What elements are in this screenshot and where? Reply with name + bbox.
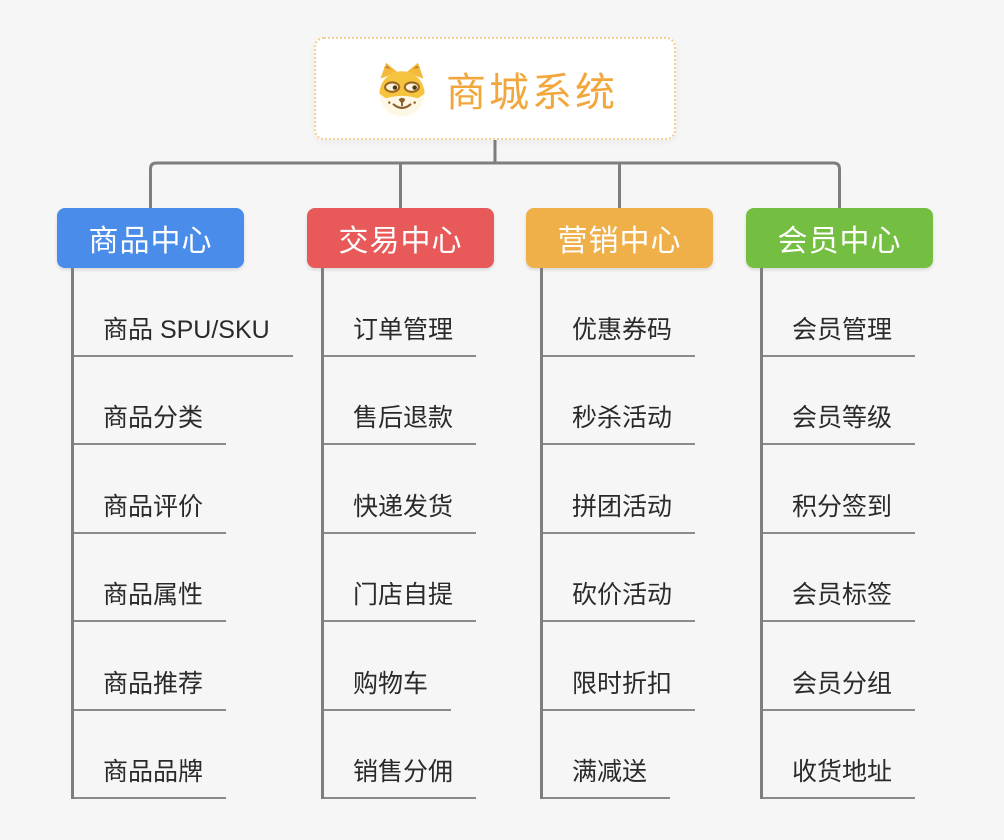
leaf-topic[interactable]: 订单管理 [324,310,477,357]
root-topic[interactable]: 商城系统 [314,37,676,140]
leaf-topic[interactable]: 优惠券码 [543,310,696,357]
leaf-topic[interactable]: 商品品牌 [74,752,227,799]
leaf-topic[interactable]: 砍价活动 [543,575,696,622]
leaf-topic[interactable]: 商品属性 [74,575,227,622]
leaf-topic[interactable]: 收货地址 [763,752,916,799]
leaf-topic[interactable]: 门店自提 [324,575,477,622]
leaf-topic[interactable]: 购物车 [324,664,452,711]
leaf-topic[interactable]: 商品 SPU/SKU [74,310,293,357]
leaf-topic[interactable]: 快递发货 [324,487,477,534]
branch-marketing-children: 优惠券码 秒杀活动 拼团活动 砍价活动 限时折扣 满减送 [540,268,696,799]
leaf-topic[interactable]: 商品推荐 [74,664,227,711]
branch-label: 营销中心 [557,225,682,258]
branch-product-children: 商品 SPU/SKU 商品分类 商品评价 商品属性 商品推荐 商品品牌 [71,268,293,799]
leaf-topic[interactable]: 满减送 [543,752,671,799]
leaf-topic[interactable]: 拼团活动 [543,487,696,534]
branch-member-center[interactable]: 会员中心 [746,208,933,268]
leaf-topic[interactable]: 会员分组 [763,664,916,711]
branch-trade-center[interactable]: 交易中心 [307,208,494,268]
branch-label: 会员中心 [777,225,902,258]
leaf-topic[interactable]: 商品分类 [74,398,227,445]
branch-label: 商品中心 [88,225,213,258]
branch-member-children: 会员管理 会员等级 积分签到 会员标签 会员分组 收货地址 [760,268,916,799]
branch-trade-children: 订单管理 售后退款 快递发货 门店自提 购物车 销售分佣 [321,268,477,799]
leaf-topic[interactable]: 秒杀活动 [543,398,696,445]
root-topic-label: 商城系统 [446,70,618,115]
leaf-topic[interactable]: 商品评价 [74,487,227,534]
branch-product-center[interactable]: 商品中心 [57,208,244,268]
branch-label: 交易中心 [338,225,463,258]
leaf-topic[interactable]: 会员标签 [763,575,916,622]
leaf-topic[interactable]: 会员管理 [763,310,916,357]
leaf-topic[interactable]: 售后退款 [324,398,477,445]
doge-face-icon [379,62,425,116]
leaf-topic[interactable]: 限时折扣 [543,664,696,711]
leaf-topic[interactable]: 会员等级 [763,398,916,445]
leaf-topic[interactable]: 销售分佣 [324,752,477,799]
leaf-topic[interactable]: 积分签到 [763,487,916,534]
branch-marketing-center[interactable]: 营销中心 [526,208,713,268]
